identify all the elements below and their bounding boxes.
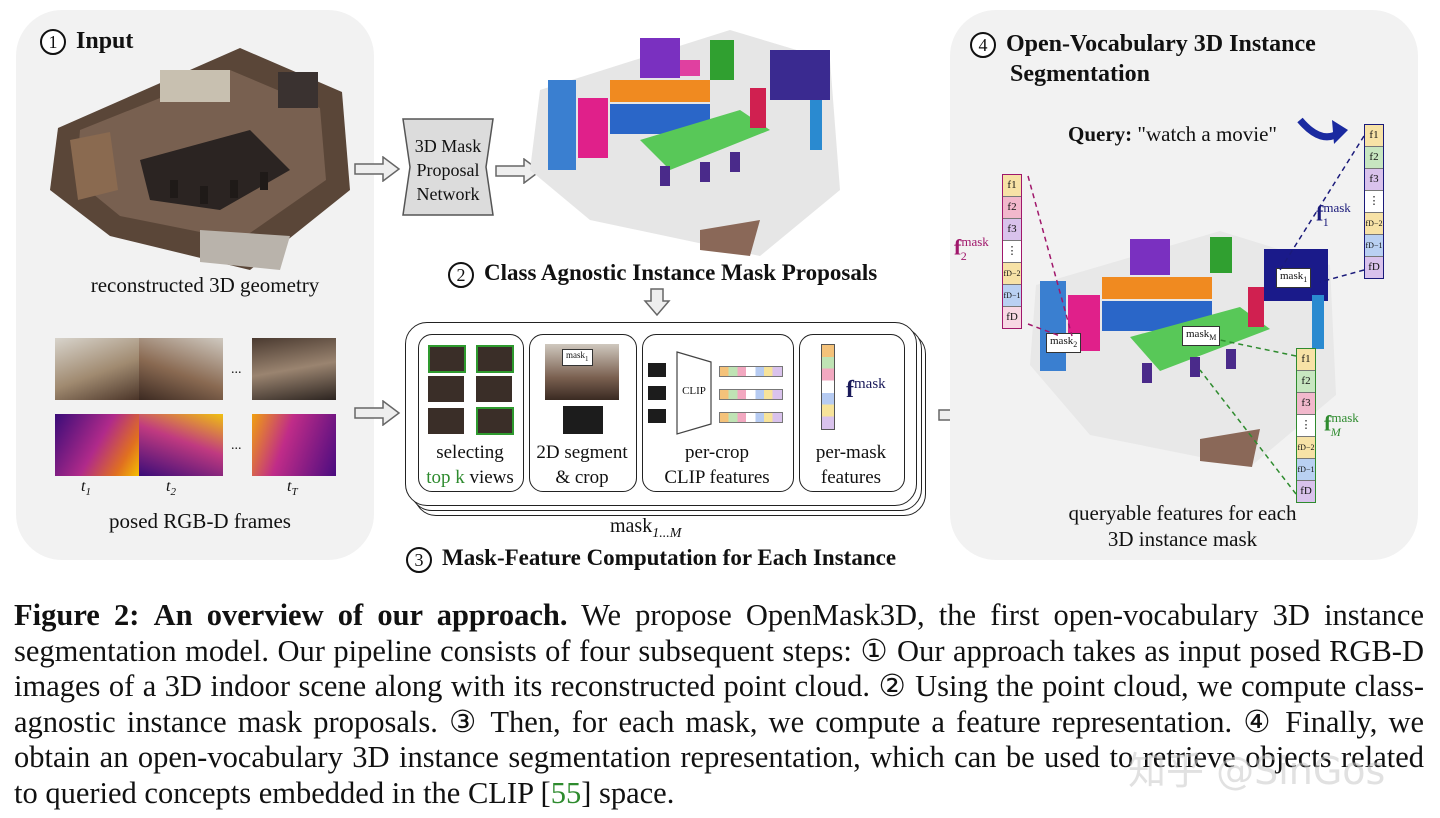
feature-connector-lines bbox=[1027, 135, 1365, 495]
cropped-tv-image bbox=[563, 406, 603, 434]
view-thumb bbox=[476, 345, 514, 373]
caption-circle-4: ④ bbox=[1243, 704, 1275, 739]
arrow-down-icon bbox=[643, 288, 671, 317]
clip-label: CLIP bbox=[682, 385, 706, 397]
depth-frame-T bbox=[252, 414, 336, 476]
time-label-t1: t1 bbox=[81, 478, 91, 499]
rgb-frame-2 bbox=[139, 338, 223, 400]
maskM-tag: maskM bbox=[1182, 326, 1221, 347]
f1-mask-label: fmask1 bbox=[1316, 200, 1351, 229]
clip-feature-vector bbox=[719, 412, 783, 423]
time-label-t2: t2 bbox=[166, 478, 176, 499]
caption-text-6: ] space. bbox=[581, 775, 675, 810]
card-per-mask-features bbox=[799, 334, 905, 492]
caption-circle-2: ② bbox=[878, 669, 907, 703]
input-scene-render bbox=[50, 48, 350, 270]
clip-feature-vector bbox=[719, 389, 783, 400]
mask-proposals-scene bbox=[530, 30, 840, 256]
rgb-frame-1 bbox=[55, 338, 139, 400]
output-scene-render bbox=[1030, 231, 1336, 467]
caption-circle-3: ③ bbox=[448, 704, 480, 739]
step-number-4: 4 bbox=[970, 32, 996, 59]
frames-dots-bottom: ... bbox=[231, 438, 242, 453]
curved-arrow-icon bbox=[1297, 117, 1348, 144]
figure-caption: Figure 2: An overview of our approach. W… bbox=[14, 598, 1424, 811]
arrow-right-icon bbox=[354, 400, 401, 426]
fM-mask-label: fmaskM bbox=[1324, 410, 1359, 439]
feature-vector-fM: f1 f2 f3 ⋮ fD−2 fD−1 fD bbox=[1296, 348, 1316, 503]
feature-vector-f1: f1 f2 f3 ⋮ fD−2 fD−1 fD bbox=[1364, 124, 1384, 279]
f2-mask-label: fmask2 bbox=[954, 234, 989, 263]
view-thumb bbox=[428, 376, 464, 402]
depth-frame-2 bbox=[139, 414, 223, 476]
crop-image bbox=[648, 363, 666, 377]
time-label-tT: tT bbox=[287, 478, 298, 499]
mask-range-label: mask1...M bbox=[610, 515, 682, 541]
clip-feature-vector bbox=[719, 366, 783, 377]
mask2-tag: mask2 bbox=[1046, 333, 1082, 354]
step-number-2: 2 bbox=[448, 261, 474, 288]
view-thumb bbox=[428, 345, 466, 373]
citation-link[interactable]: 55 bbox=[550, 775, 582, 810]
card2-label: 2D segment& crop bbox=[536, 442, 628, 488]
mask1-tag: mask1 bbox=[1276, 268, 1312, 289]
step-number-3: 3 bbox=[406, 546, 432, 573]
feature-vector-f2: f1 f2 f3 ⋮ fD−2 fD−1 fD bbox=[1002, 174, 1022, 329]
fmask-symbol: fmask bbox=[846, 376, 886, 403]
crop-image bbox=[648, 409, 666, 423]
crop-image bbox=[648, 386, 666, 400]
caption-figure-number: Figure 2: bbox=[14, 598, 140, 632]
view-thumb bbox=[476, 376, 512, 402]
arrow-right-icon bbox=[495, 158, 542, 184]
geometry-label: reconstructed 3D geometry bbox=[90, 273, 320, 297]
mask1-tag-small: mask1 bbox=[562, 349, 593, 366]
mask-feature-vector bbox=[821, 344, 835, 430]
clip-encoder-shape bbox=[676, 351, 712, 435]
caption-text-4: Then, for each mask, we compute a featur… bbox=[479, 704, 1244, 739]
mask-proposal-network-shape bbox=[402, 118, 494, 216]
watermark: 知乎 @SinGos bbox=[1128, 749, 1386, 793]
frames-dots-top: ... bbox=[231, 362, 242, 377]
depth-frame-1 bbox=[55, 414, 139, 476]
arrow-right-icon bbox=[354, 156, 401, 182]
caption-circle-1: ① bbox=[860, 633, 889, 668]
input-heading: 1 Input bbox=[40, 26, 133, 56]
view-thumb bbox=[428, 408, 464, 434]
query-text: Query: "watch a movie" bbox=[1068, 122, 1278, 146]
frames-label: posed RGB-D frames bbox=[109, 509, 291, 533]
input-title: Input bbox=[76, 28, 134, 54]
rgb-frame-T bbox=[252, 338, 336, 400]
caption-headline: An overview of our approach. bbox=[153, 598, 568, 632]
view-thumb bbox=[476, 407, 514, 435]
step-number-1: 1 bbox=[40, 29, 66, 56]
caption-text-2: Our approach takes as input posed RGB-D … bbox=[14, 633, 1424, 704]
card1-label: selecting top k views bbox=[426, 442, 514, 488]
caption-text-3: Using the point cloud, we compute class-… bbox=[14, 669, 1425, 739]
caption-text-1: We propose OpenMask3D, the first open-vo… bbox=[14, 598, 1425, 668]
caption-text-5: Finally, we obtain an open-vocabulary 3D… bbox=[14, 704, 1425, 810]
